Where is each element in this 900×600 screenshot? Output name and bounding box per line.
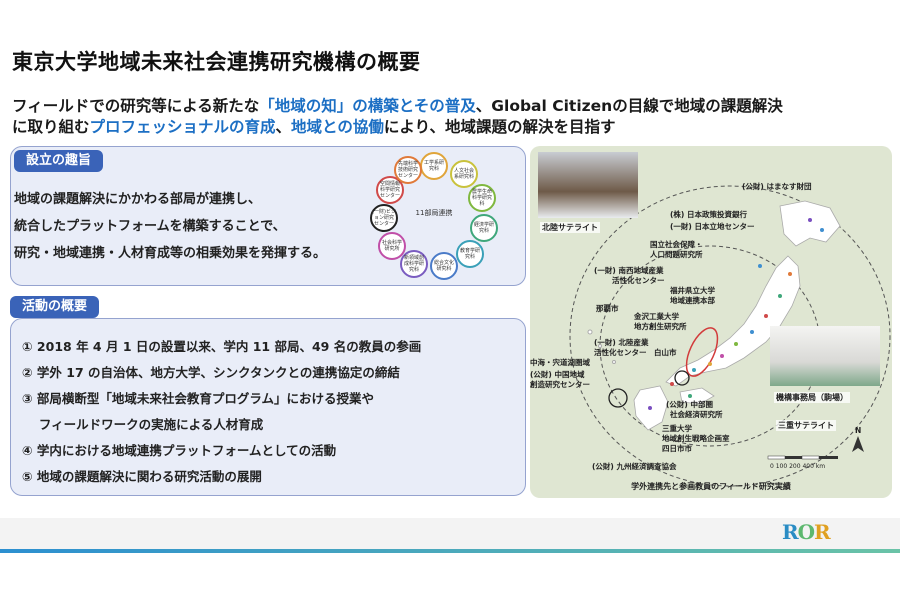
outer-range-ellipse [569, 185, 891, 487]
office-photo [770, 326, 880, 386]
map-label: 人口問題研究所 [650, 250, 703, 259]
okinawa-island [587, 329, 593, 335]
footer-band [0, 518, 900, 552]
department-ring-diagram: 工学系研究科 人文社会系研究科 農学生命科学研究科 経済学研究科 教育学研究科 … [370, 152, 498, 280]
photo-caption: 北陸サテライト [540, 222, 600, 233]
map-label: 福井県立大学 [670, 286, 715, 295]
ring-node: 新領域創成科学研究科 [400, 250, 428, 278]
map-label: (一財) 北陸産業 [594, 338, 649, 347]
map-label: 四日市市 [662, 444, 692, 453]
purpose-line-3: 研究・地域連携・人材育成等の相乗効果を発揮する。 [14, 246, 327, 261]
map-label: 那覇市 [596, 304, 619, 313]
hokkaido-shape [779, 200, 841, 247]
map-label: (公財) 中部圏 [666, 400, 713, 409]
purpose-line-1: 地域の課題解決にかかわる部局が連携し、 [14, 192, 262, 207]
map-label: (一財) 南西地域産業 [594, 266, 664, 275]
ring-node: 経済学研究科 [470, 214, 498, 242]
ring-node: 工学系研究科 [420, 152, 448, 180]
activity-item: ③ 部局横断型「地域未来社会教育プログラム」における授業や [22, 391, 375, 406]
ring-node: 社会科学研究所 [378, 232, 406, 260]
map-label: 社会経済研究所 [670, 410, 723, 419]
field-points [648, 218, 824, 410]
ring-node: 人文社会系研究科 [450, 160, 478, 188]
map-label: 活性化センター [612, 276, 665, 285]
ring-node: (一財)ビジョン研究センター [370, 204, 398, 232]
lead-text: フィールドでの研究等による新たな「地域の知」の構築とその普及、Global Ci… [12, 97, 783, 136]
ring-node: 農学生命科学研究科 [468, 184, 496, 212]
page-title: 東京大学地域未来社会連携研究機構の概要 [12, 50, 421, 74]
map-label: 金沢工業大学 [634, 312, 679, 321]
ror-logo: ROR [782, 520, 831, 544]
activity-item: ④ 学内における地域連携プラットフォームとしての活動 [22, 443, 337, 458]
japan-map-panel: 北陸サテライト 機構事務局（駒場） 三重サテライト (公財) はまなす財団 (株… [530, 146, 892, 498]
ring-node: 総合文化研究科 [430, 252, 458, 280]
map-label: (公財) 九州経済調査協会 [592, 462, 677, 471]
map-label: (一財) 日本立地センター [670, 222, 755, 231]
okinawa-island [612, 360, 616, 364]
ring-center-label: 11部局連携 [415, 209, 453, 217]
activity-item: ② 学外 17 の自治体、地方大学、シンクタンクとの連携協定の締結 [22, 365, 400, 380]
map-label: (株) 日本政策投資銀行 [670, 210, 747, 219]
map-label: 三重大学 [662, 424, 692, 433]
map-label: (公財) はまなす財団 [742, 182, 812, 191]
map-label: 地域創生戦略企画室 [662, 434, 730, 443]
map-footer: 学外連携先と参画教員のフィールド研究実績 [631, 482, 791, 491]
activity-item: ⑤ 地域の課題解決に関わる研究活動の展開 [22, 469, 262, 484]
map-label: 白山市 [654, 348, 677, 357]
activity-item: フィールドワークの実施による人材育成 [22, 417, 264, 432]
footer-accent-line [0, 549, 900, 553]
hokuriku-highlight [685, 327, 719, 377]
ring-node: 教育学研究科 [456, 240, 484, 268]
shikoku-shape [679, 387, 715, 405]
activities-heading: 活動の概要 [10, 296, 100, 318]
map-label: 創造研究センター [530, 380, 590, 389]
photo-caption: 三重サテライト [776, 420, 836, 431]
activities-box [10, 318, 526, 496]
okinawa-island [598, 344, 602, 348]
map-label: 地域連携本部 [670, 296, 715, 305]
map-label: (公財) 中国地域 [530, 370, 585, 379]
purpose-heading: 設立の趣旨 [14, 150, 104, 172]
activity-item: ① 2018 年 4 月 1 日の設置以来、学内 11 部局、49 名の教員の参… [22, 339, 422, 354]
north-label: N [855, 426, 862, 435]
photo-caption: 機構事務局（駒場） [774, 392, 850, 403]
map-label: 活性化センター [594, 348, 647, 357]
map-label: 地方創生研究所 [634, 322, 687, 331]
chugoku-highlight [608, 388, 628, 408]
scale-label: 0 100 200 400 km [770, 463, 826, 470]
hokuriku-satellite-photo [538, 152, 638, 218]
mie-highlight [674, 370, 690, 386]
map-label: 国立社会保障・ [650, 240, 703, 249]
map-label: 中海・宍道湖圏域 [530, 358, 590, 367]
japan-map [569, 185, 891, 487]
purpose-line-2: 統合したプラットフォームを構築することで、 [14, 219, 286, 234]
ring-node: 先端科学技術研究センター [394, 156, 422, 184]
north-arrow-icon [852, 436, 864, 452]
honshu-shape [665, 255, 801, 387]
